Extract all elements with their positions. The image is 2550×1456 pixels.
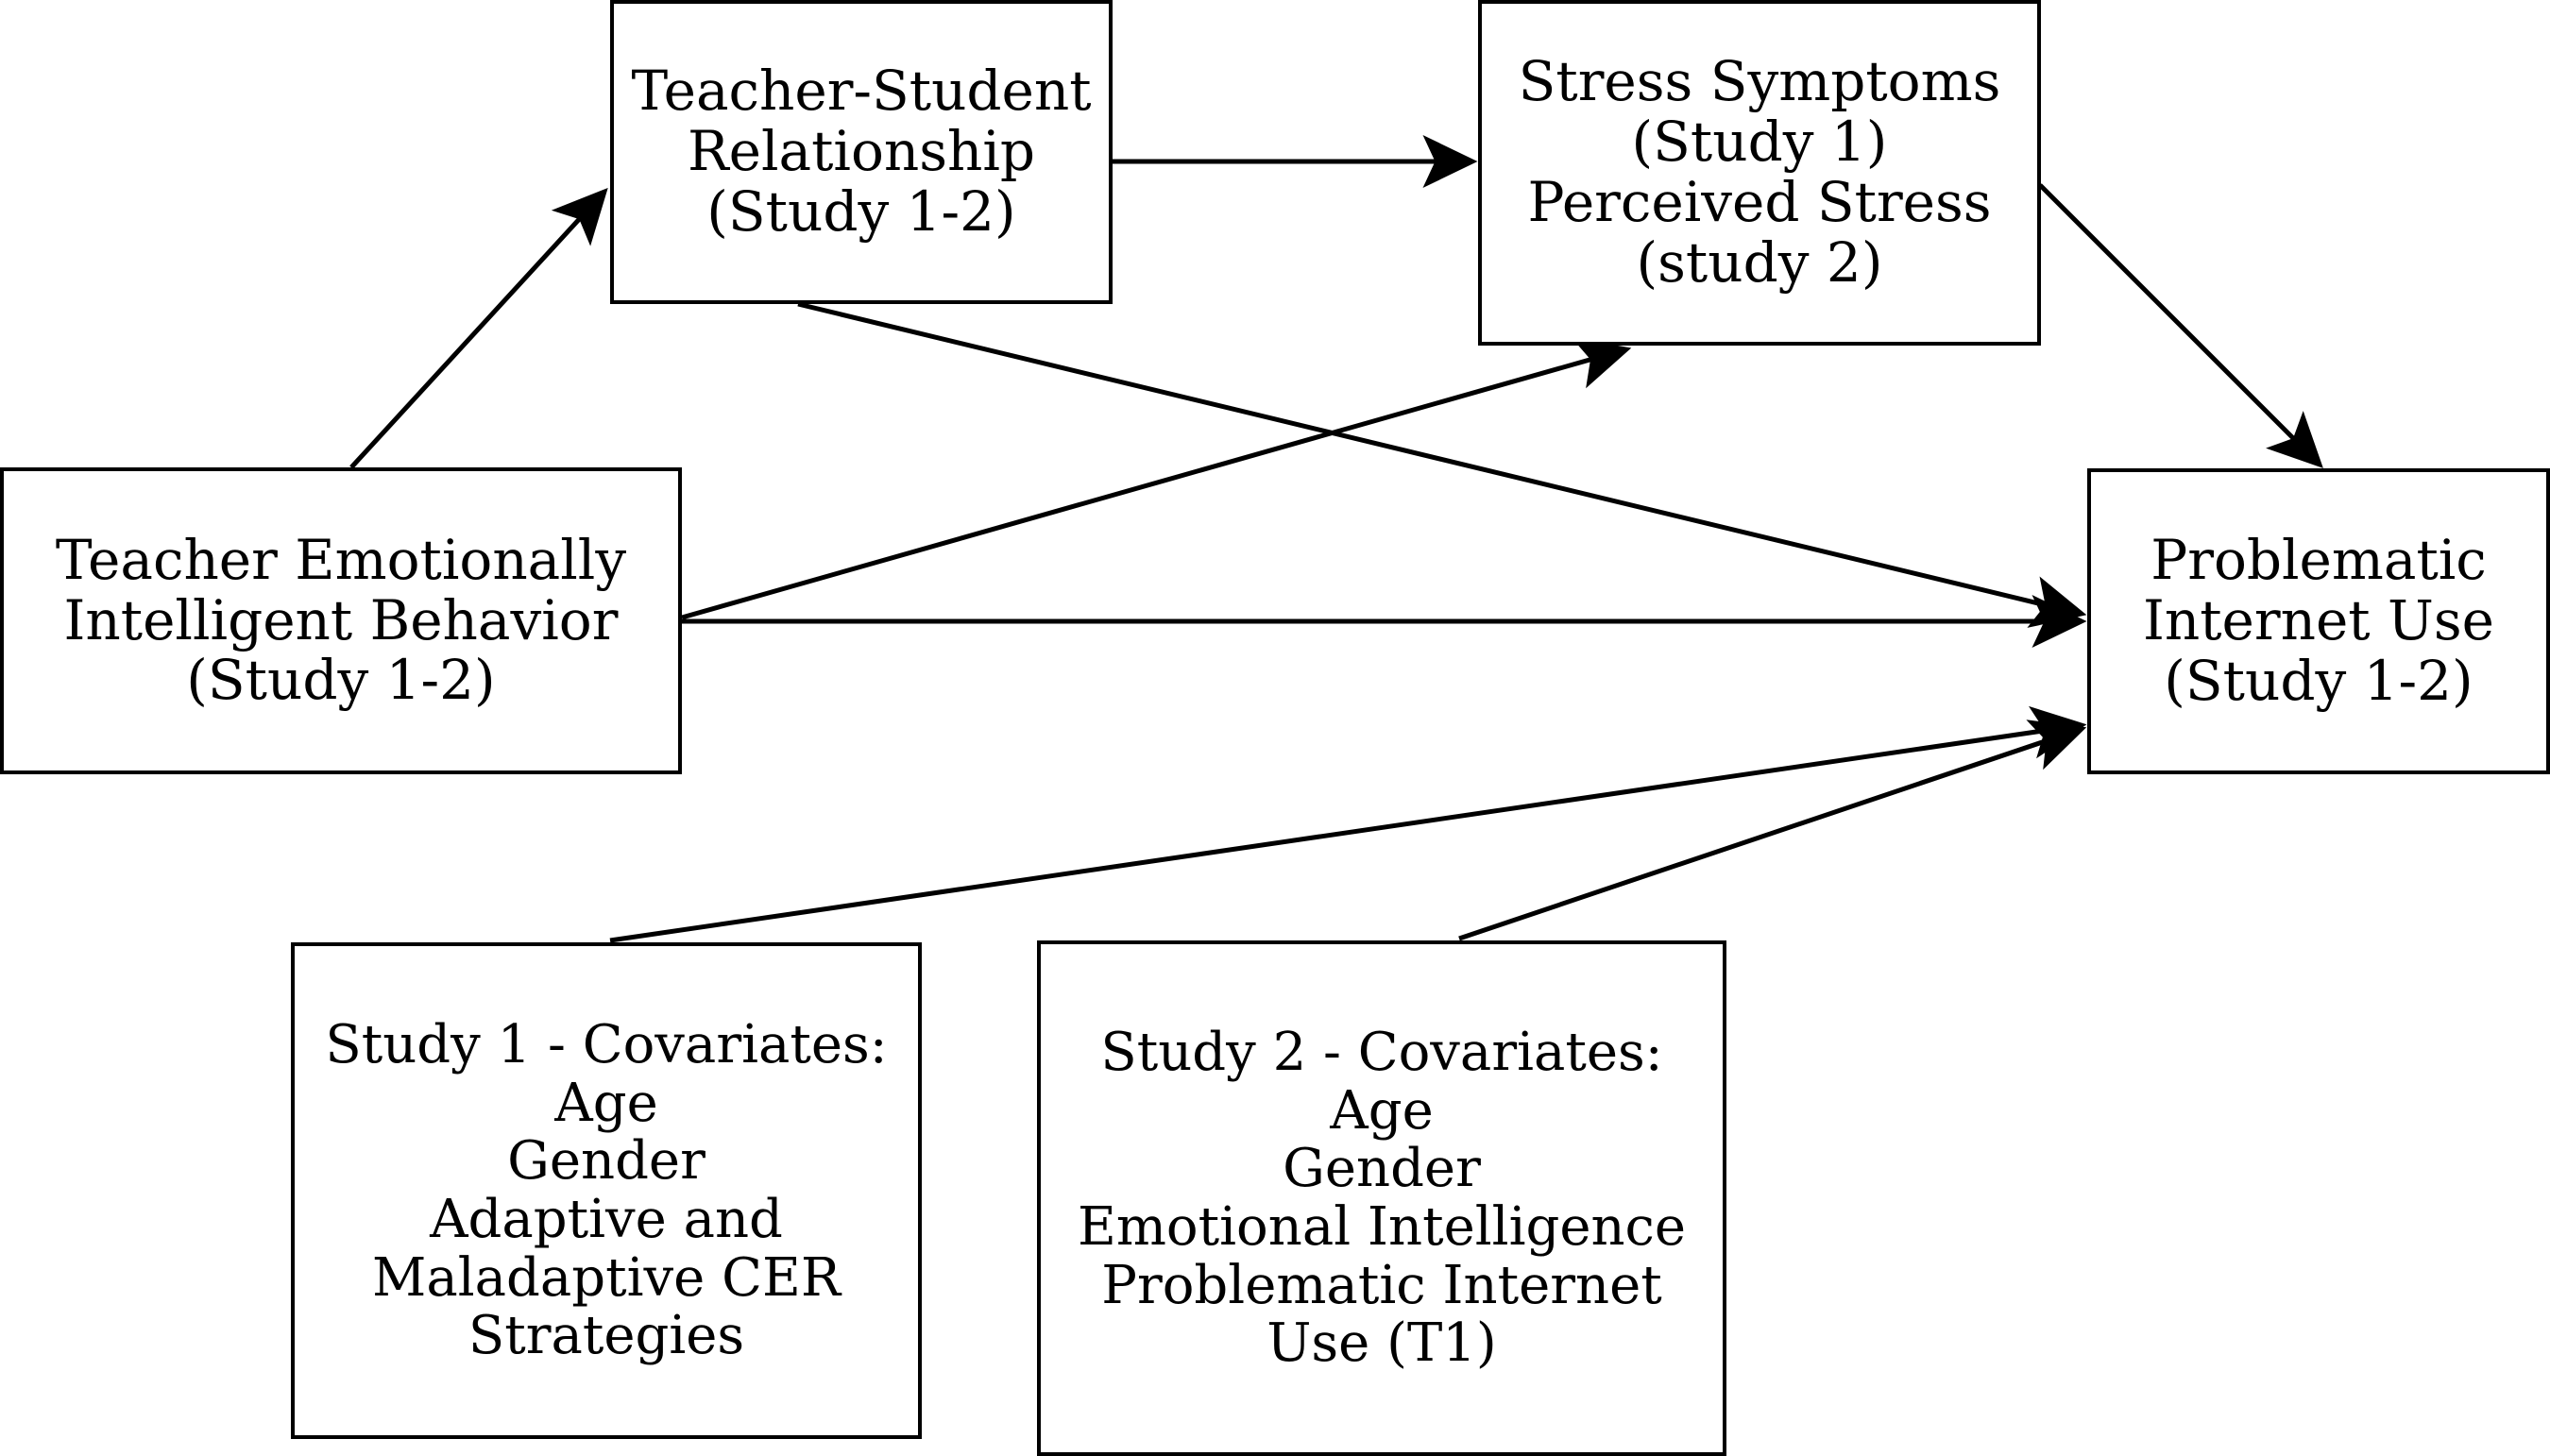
node-label-line: (study 2) xyxy=(1636,229,1883,295)
node-label-line: Teacher Emotionally xyxy=(55,527,627,592)
edge-cov1-to-piu xyxy=(609,705,2087,943)
node-label-line: (Study 1-2) xyxy=(186,648,496,713)
edge-teib-to-stress xyxy=(681,337,1632,620)
node-teacher-student-relationship: Teacher-Student Relationship (Study 1-2) xyxy=(610,0,1113,304)
node-label-line: Stress Symptoms xyxy=(1518,49,2001,114)
node-label-line: Problematic Internet xyxy=(1101,1254,1662,1316)
edge-tsr-to-piu xyxy=(797,301,2087,628)
node-study-2-covariates: Study 2 - Covariates: Age Gender Emotion… xyxy=(1037,940,1726,1456)
edge-stress-to-piu xyxy=(2038,183,2323,468)
node-label-line: Problematic xyxy=(2150,528,2487,593)
node-label-line: (Study 1) xyxy=(1631,110,1888,175)
node-label-line: Age xyxy=(1330,1079,1434,1142)
node-label-line: Gender xyxy=(1283,1138,1481,1200)
edge-teib-to-tsr xyxy=(349,187,608,469)
node-label-line: Study 2 - Covariates: xyxy=(1100,1022,1663,1084)
node-label-line: (Study 1-2) xyxy=(2164,648,2474,713)
edge-cov2-to-piu xyxy=(1458,720,2087,941)
node-label-line: Age xyxy=(554,1072,658,1134)
node-stress: Stress Symptoms (Study 1) Perceived Stre… xyxy=(1478,0,2041,346)
node-label-line: Intelligent Behavior xyxy=(63,587,619,652)
node-problematic-internet-use: Problematic Internet Use (Study 1-2) xyxy=(2087,468,2550,774)
node-teacher-emotionally-intelligent-behavior: Teacher Emotionally Intelligent Behavior… xyxy=(0,467,682,774)
node-label-line: Relationship xyxy=(687,119,1036,184)
node-label-line: Perceived Stress xyxy=(1527,170,1992,234)
node-label-line: Maladaptive CER xyxy=(372,1246,841,1309)
node-label-line: Adaptive and xyxy=(430,1189,783,1250)
node-label-line: (Study 1-2) xyxy=(706,178,1016,244)
node-label-line: Study 1 - Covariates: xyxy=(325,1014,888,1076)
node-label-line: Teacher-Student xyxy=(631,59,1092,124)
node-label-line: Strategies xyxy=(468,1305,745,1367)
node-study-1-covariates: Study 1 - Covariates: Age Gender Adaptiv… xyxy=(291,942,922,1439)
node-label-line: Emotional Intelligence xyxy=(1077,1196,1687,1258)
node-label-line: Internet Use xyxy=(2142,588,2494,653)
node-label-line: Use (T1) xyxy=(1266,1312,1497,1375)
node-label-line: Gender xyxy=(507,1130,706,1193)
